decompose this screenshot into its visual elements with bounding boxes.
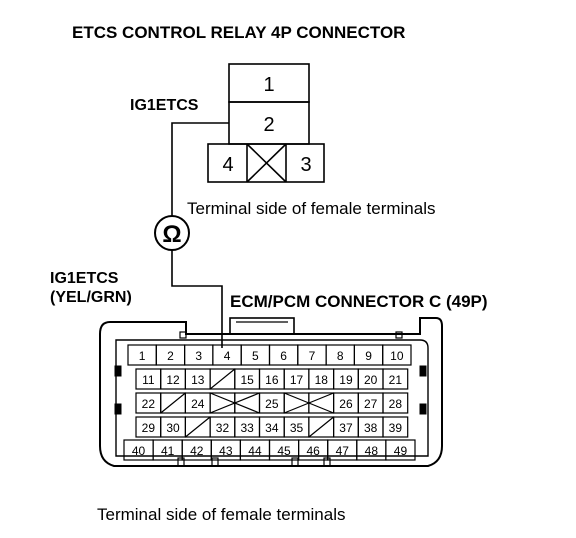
ecm-terminal-37: 37 (339, 421, 353, 435)
ecm-terminal-1: 1 (139, 349, 146, 363)
ohmmeter-icon: Ω (154, 215, 190, 251)
ecm-terminal-5: 5 (252, 349, 259, 363)
ecm-terminal-49: 49 (394, 444, 408, 458)
ecm-terminal-12: 12 (166, 373, 180, 387)
ecm-terminal-cell (382, 368, 409, 390)
test-wire-lower (171, 250, 223, 348)
ecm-connector (99, 317, 443, 467)
ecm-terminal-35: 35 (290, 421, 304, 435)
ecm-terminal-27: 27 (364, 397, 378, 411)
ecm-terminal-7: 7 (309, 349, 316, 363)
ecm-terminal-cell (209, 392, 236, 414)
ecm-terminal-cell (283, 392, 310, 414)
ecm-terminal-cell (385, 439, 416, 461)
ecm-terminal-32: 32 (216, 421, 230, 435)
ecm-terminal-25: 25 (265, 397, 279, 411)
ecm-terminal-29: 29 (142, 421, 156, 435)
ecm-terminal-17: 17 (290, 373, 304, 387)
ecm-terminal-19: 19 (339, 373, 353, 387)
test-wire (171, 122, 229, 216)
unused-cavity-mark (209, 368, 236, 390)
ecm-terminal-33: 33 (240, 421, 254, 435)
ecm-terminal-13: 13 (191, 373, 205, 387)
ecm-terminal-24: 24 (191, 397, 205, 411)
ecm-wire-label: IG1ETCS (50, 270, 119, 287)
ecm-terminal-cell (308, 392, 335, 414)
ecm-terminal-16: 16 (265, 373, 279, 387)
ecm-caption: Terminal side of female terminals (97, 505, 345, 524)
ecm-terminal-15: 15 (240, 373, 254, 387)
unused-cavity-mark (209, 392, 260, 414)
ecm-terminal-cell (382, 416, 409, 438)
relay-terminal-4: 4 (222, 154, 233, 176)
relay-terminal-3: 3 (300, 154, 311, 176)
ecm-wire-color: (YEL/GRN) (50, 289, 132, 306)
unused-cavity-mark (185, 416, 211, 438)
ecm-terminal-18: 18 (315, 373, 329, 387)
ecm-terminal-30: 30 (166, 421, 180, 435)
ecm-terminal-4: 4 (224, 349, 231, 363)
unused-cavity-mark (283, 392, 334, 414)
ecm-terminal-39: 39 (389, 421, 403, 435)
ecm-terminal-8: 8 (337, 349, 344, 363)
ecm-terminal-20: 20 (364, 373, 378, 387)
ecm-terminal-9: 9 (365, 349, 372, 363)
relay-connector (207, 63, 325, 183)
ecm-terminal-38: 38 (364, 421, 378, 435)
ecm-terminal-21: 21 (389, 373, 403, 387)
ecm-terminal-22: 22 (142, 397, 156, 411)
ecm-terminal-48: 48 (365, 444, 379, 458)
ecm-terminal-47: 47 (336, 444, 350, 458)
ecm-terminal-41: 41 (161, 444, 175, 458)
ecm-terminal-46: 46 (306, 444, 320, 458)
ecm-terminal-cell (382, 344, 412, 366)
ecm-terminal-6: 6 (280, 349, 287, 363)
ecm-terminal-cell (382, 392, 409, 414)
ecm-terminal-43: 43 (219, 444, 233, 458)
ecm-terminal-34: 34 (265, 421, 279, 435)
ecm-terminal-44: 44 (248, 444, 262, 458)
ohm-symbol: Ω (162, 221, 181, 248)
ecm-connector-title: ECM/PCM CONNECTOR C (49P) (230, 292, 488, 311)
ecm-terminal-11: 11 (142, 373, 155, 387)
ecm-terminal-10: 10 (390, 349, 404, 363)
relay-caption: Terminal side of female terminals (187, 199, 435, 218)
ecm-terminal-42: 42 (190, 444, 204, 458)
ecm-terminal-40: 40 (132, 444, 146, 458)
relay-wire-label: IG1ETCS (130, 97, 199, 114)
unused-cavity-mark (160, 392, 186, 414)
ecm-terminal-cell (234, 392, 261, 414)
relay-connector-title: ETCS CONTROL RELAY 4P CONNECTOR (72, 23, 405, 42)
ecm-terminal-26: 26 (339, 397, 353, 411)
ecm-terminal-3: 3 (195, 349, 202, 363)
ecm-terminal-28: 28 (389, 397, 403, 411)
unused-cavity-mark (308, 416, 334, 438)
relay-terminal-2: 2 (263, 114, 274, 136)
ecm-terminal-2: 2 (167, 349, 174, 363)
ecm-terminal-45: 45 (277, 444, 291, 458)
relay-terminal-1: 1 (263, 74, 274, 96)
